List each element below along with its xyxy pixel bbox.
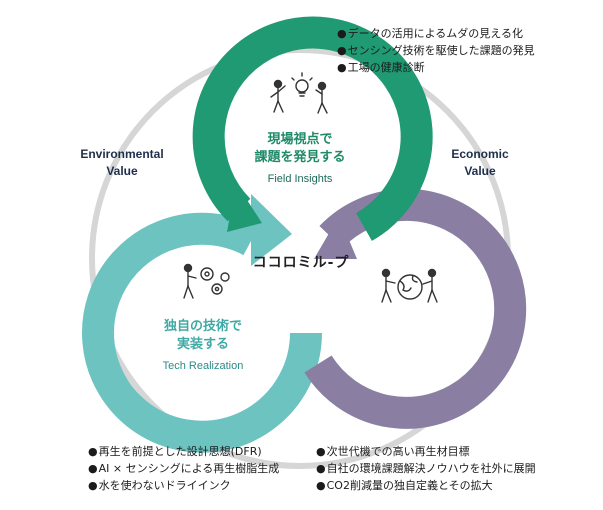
tech-bullet-list: 再生を前提とした設計思想(DFR) AI × センシングによる再生樹脂生成 水を…	[88, 443, 280, 494]
list-item: 工場の健康診断	[337, 59, 535, 76]
people-globe-icon	[381, 268, 438, 303]
idea-title-line: アイデアを生み出す	[354, 337, 472, 352]
list-item: データの活用によるムダの見える化	[337, 25, 535, 42]
field-insights-label: 現場視点で 課題を発見する Field Insights	[220, 131, 380, 185]
people-lightbulb-icon	[270, 72, 328, 114]
field-title-line: 課題を発見する	[254, 150, 346, 165]
field-bullet-list: データの活用によるムダの見える化 センシング技術を駆使した課題の発見 工場の健康…	[337, 25, 535, 76]
idea-title-line: 経済視点と環境視点で	[347, 319, 478, 334]
tech-loop-arrowhead	[251, 194, 292, 266]
brand-logo-text: ココロミル-プ	[252, 255, 350, 271]
idea-generation-label: 経済視点と環境視点で アイデアを生み出す Idea Generation	[328, 318, 498, 372]
field-loop	[192, 16, 433, 241]
tech-realization-label: 独自の技術で 実装する Tech Realization	[128, 318, 278, 372]
tech-title-line: 実装する	[176, 337, 229, 352]
field-title-line: 現場視点で	[267, 132, 333, 147]
economic-value-label: Economic Value	[440, 146, 520, 180]
environmental-label-line: Environmental	[80, 147, 164, 161]
list-item: 再生を前提とした設計思想(DFR)	[88, 443, 279, 460]
value-label-line: Value	[464, 164, 496, 178]
value-label-line: Value	[106, 164, 138, 178]
field-loop-arrowhead	[227, 183, 262, 232]
field-subtitle: Field Insights	[267, 173, 333, 185]
tech-title-line: 独自の技術で	[163, 319, 242, 334]
field-loop-arc	[192, 16, 433, 241]
tech-loop	[82, 194, 322, 453]
idea-loop-arrowhead	[314, 216, 357, 259]
list-item: 自社の環境課題解決ノウハウを社外に展開	[316, 460, 536, 477]
tech-loop-arc	[82, 212, 322, 453]
list-item: CO2削減量の独自定義とその拡大	[316, 477, 536, 494]
list-item: 次世代機での高い再生材目標	[316, 443, 536, 460]
list-item: 水を使わないドライインク	[88, 477, 279, 494]
idea-subtitle: Idea Generation	[373, 360, 453, 372]
person-gears-icon	[183, 263, 230, 299]
tech-subtitle: Tech Realization	[162, 360, 244, 372]
economic-label-line: Economic	[451, 147, 509, 161]
idea-loop	[304, 188, 527, 429]
list-item: センシング技術を駆使した課題の発見	[337, 42, 535, 59]
idea-bullet-list: 次世代機での高い再生材目標 自社の環境課題解決ノウハウを社外に展開 CO2削減量…	[316, 443, 536, 494]
list-item: AI × センシングによる再生樹脂生成	[88, 460, 280, 477]
environmental-value-label: Environmental Value	[72, 146, 172, 180]
